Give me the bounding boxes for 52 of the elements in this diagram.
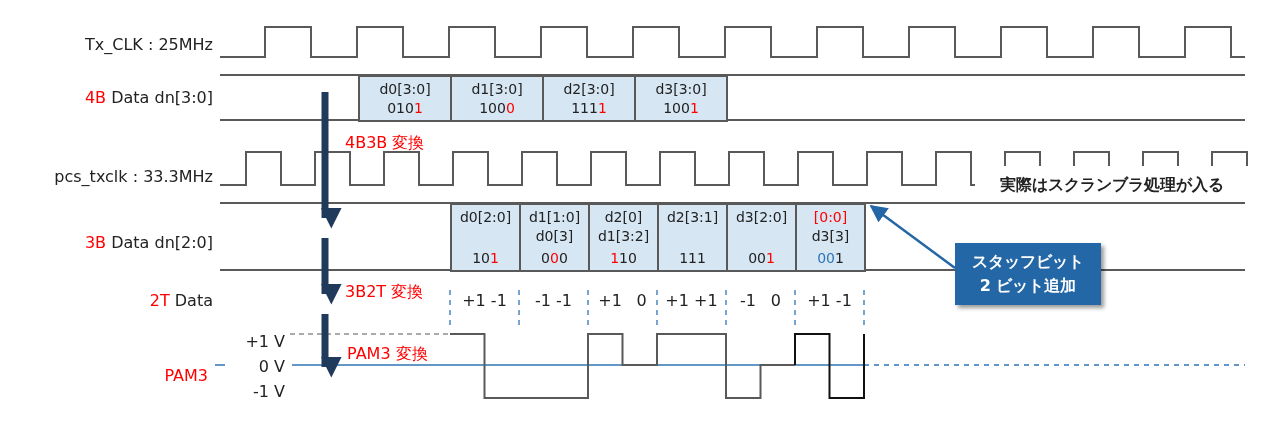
field-label: d2[3:1] [665,208,720,227]
signal-name: 4B Data dn[3:0] [84,88,213,108]
bit-value: 000 [540,249,569,267]
bit-field-box [588,203,659,272]
bit-value: 0101 [386,99,424,117]
field-label: d1[1:0] d0[3] [527,208,582,246]
bit-field-box [634,75,728,122]
field-label: d3[3:0] [654,80,708,99]
conversion-label: 3B2T 変換 [345,282,424,302]
signal-name: pcs_txclk : 33.3MHz [54,167,213,187]
voltage-level: -1 V [253,382,285,402]
leader-arrow [869,204,956,269]
field-label: d0[2:0] [458,208,513,227]
voltage-level: +1 V [245,332,285,352]
bit-value: 001 [816,249,845,267]
bit-value: 110 [609,249,638,267]
conversion-label: PAM3 変換 [347,344,428,364]
bit-field-box [657,203,728,272]
symbol-value: +1 -1 [807,291,852,311]
symbol-value: +1 +1 [665,291,718,311]
field-label: d3[2:0] [734,208,789,227]
bit-field-box [795,203,866,272]
bit-field-box [450,203,521,272]
bit-field-box [726,203,797,272]
symbol-value: +1 -1 [462,291,507,311]
callout-text: スタッフビット2 ビット追加 [971,251,1085,297]
signal-name: Tx_CLK : 25MHz [85,35,213,55]
bit-field-box [450,75,544,122]
bit-value: 1111 [570,99,608,117]
field-label: d0[3:0] [378,80,432,99]
field-label: d2[0] d1[3:2] [596,208,651,246]
conversion-label: 4B3B 変換 [345,133,425,153]
field-label: [0:0] d3[3] [810,208,851,246]
bit-field-box [358,75,452,122]
note-text: 実際はスクランブラ処理が入る [1000,175,1224,195]
symbol-value: +1 0 [598,291,647,311]
bit-field-box [542,75,636,122]
signal-name: 3B Data dn[2:0] [84,233,213,253]
bit-value: 1000 [478,99,516,117]
signal-name: 2T Data [149,291,213,311]
bit-field-box [519,203,590,272]
bit-value: 101 [471,249,500,267]
voltage-level: 0 V [258,357,285,377]
field-label: d2[3:0] [562,80,616,99]
callout-box [955,243,1101,305]
bit-value: 1001 [662,99,700,117]
symbol-value: -1 -1 [535,291,572,311]
signal-name: PAM3 [164,366,208,386]
bit-value: 001 [747,249,776,267]
field-label: d1[3:0] [470,80,524,99]
symbol-value: -1 0 [740,291,781,311]
bit-value: 111 [678,249,707,267]
